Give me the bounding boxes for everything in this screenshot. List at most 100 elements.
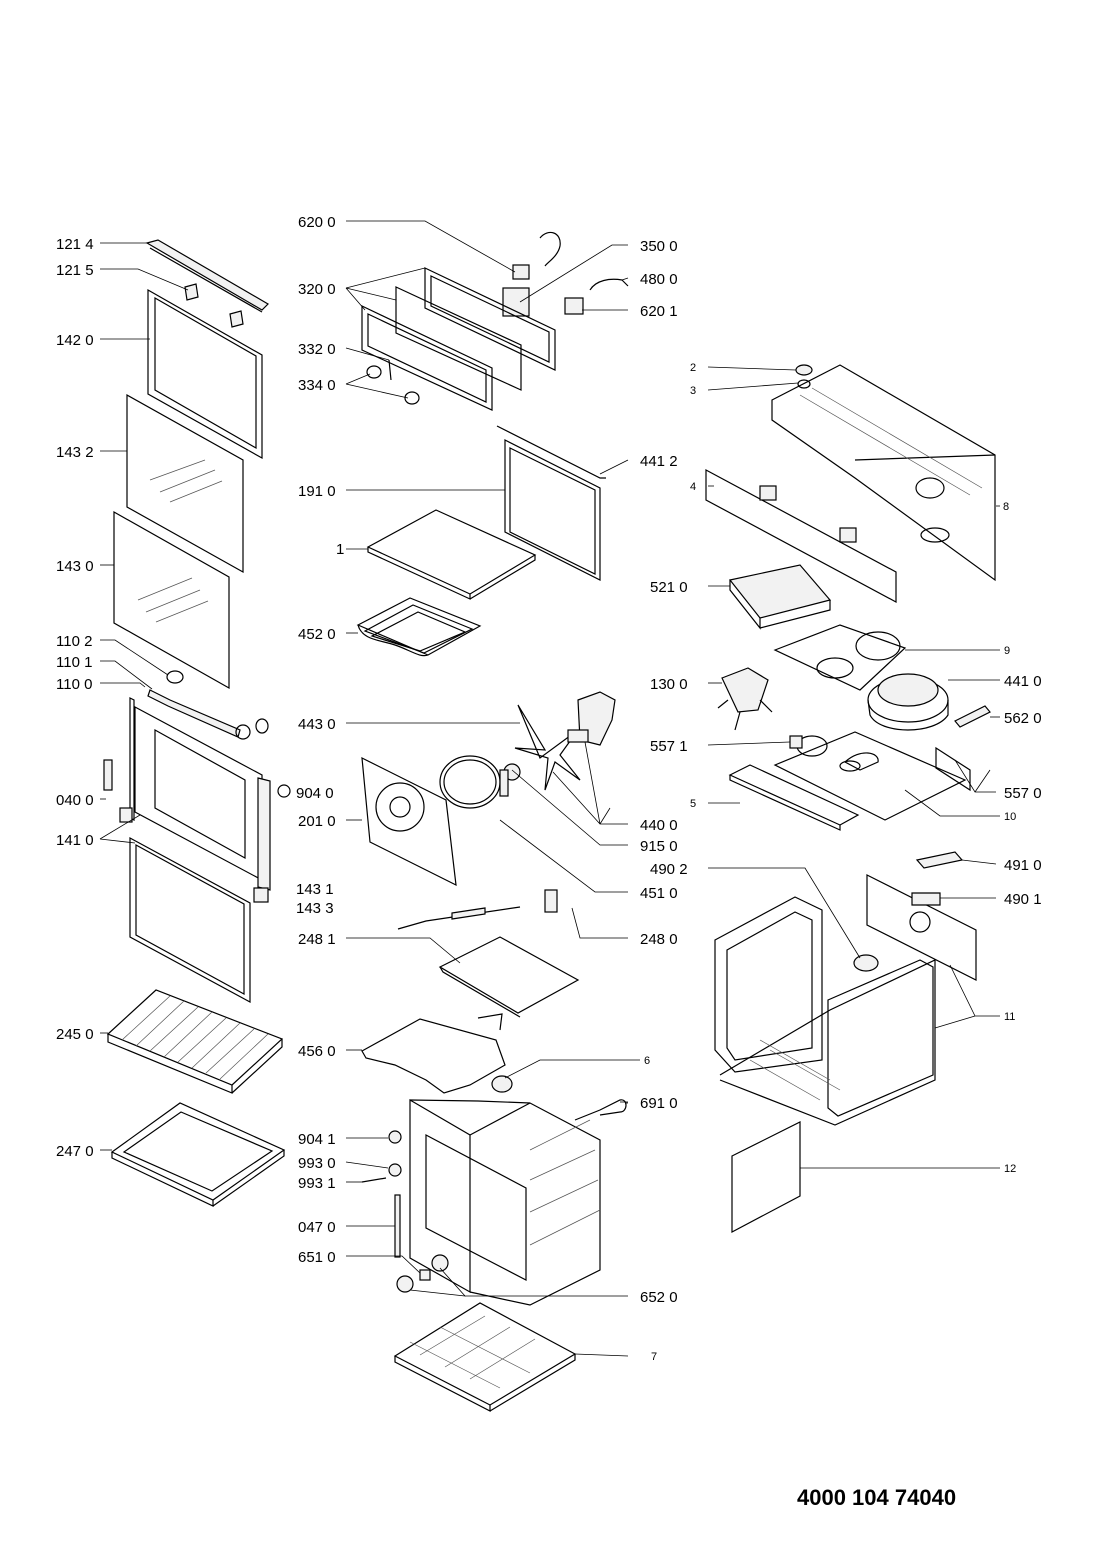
door-frame-142-0 [147,288,263,460]
label-143-2: 143 2 [56,444,94,461]
label-130-0: 130 0 [650,676,688,693]
cooling-fan-441-0 [867,673,949,731]
hinge-clips-121-5 [184,283,244,328]
label-8: 8 [1003,501,1009,513]
label-12: 12 [1004,1163,1016,1175]
base-tray-7 [393,1302,577,1412]
fan-housing-plate-9 [773,624,907,691]
fixings-904-993-047 [361,1099,627,1258]
label-490-2: 490 2 [650,861,688,878]
label-652-0: 652 0 [640,1289,678,1306]
label-110-2: 110 2 [56,633,92,650]
label-320-0: 320 0 [298,281,336,298]
label-191-0: 191 0 [298,483,336,500]
insulation-panel-12 [731,1121,801,1233]
document-code: 4000 104 74040 [797,1485,957,1510]
label-110-0: 110 0 [56,676,92,693]
label-6: 6 [644,1055,650,1067]
inner-glass-143-0 [113,510,230,690]
label-248-1: 248 1 [298,931,336,948]
label-904-0: 904 0 [296,785,334,802]
fan-blade-443-0 [503,704,581,791]
bracket-4 [705,468,897,604]
label-7: 7 [651,1351,657,1363]
label-334-0: 334 0 [298,377,336,394]
label-143-1: 143 1 [296,881,334,898]
strip-5 [728,764,860,831]
label-047-0: 047 0 [298,1219,336,1236]
label-456-0: 456 0 [298,1043,336,1060]
label-557-0: 557 0 [1004,785,1042,802]
panel-10 [773,731,967,821]
label-11: 11 [1004,1011,1015,1023]
label-904-1: 904 1 [298,1131,336,1148]
label-2: 2 [690,362,696,374]
wire-rack-248-1 [438,936,580,1018]
oven-cavity [409,1098,601,1306]
label-451-0: 451 0 [640,885,678,902]
bottom-element-456-0 [361,1013,506,1094]
label-245-0: 245 0 [56,1026,94,1043]
label-557-1: 557 1 [650,738,688,755]
label-1: 1 [336,541,344,558]
label-142-0: 142 0 [56,332,94,349]
probe-248 [397,889,558,930]
grill-element-452-0 [356,597,482,657]
label-691-0: 691 0 [640,1095,678,1112]
cavity-top-plate-1 [366,509,537,600]
label-562-0: 562 0 [1004,710,1042,727]
label-121-5: 121 5 [56,262,94,279]
side-frames-11 [714,896,936,1126]
label-248-0: 248 0 [640,931,678,948]
label-490-1: 490 1 [1004,891,1042,908]
label-443-0: 443 0 [298,716,336,733]
terminal-block-130-0 [717,667,773,731]
label-110-1: 110 1 [56,654,92,671]
top-panel-8 [771,364,996,582]
baking-tray-247-0 [110,1102,286,1207]
leader-lines [99,220,1000,1357]
glass-spacers-110 [147,670,269,740]
label-491-0: 491 0 [1004,857,1042,874]
fan-cover-201-0 [361,756,457,887]
label-201-0: 201 0 [298,813,336,830]
switches-557 [789,735,971,792]
lamp-cover-6 [491,1075,513,1093]
rear-panel-11 [866,874,977,981]
label-441-0: 441 0 [1004,673,1042,690]
label-3: 3 [690,385,696,397]
label-620-0: 620 0 [298,214,336,231]
fan-motor-440-0 [567,691,616,746]
label-440-0: 440 0 [640,817,678,834]
control-panel-320-0 [361,267,556,411]
label-993-0: 993 0 [298,1155,336,1172]
connector-491-0 [915,851,964,869]
label-480-0: 480 0 [640,271,678,288]
label-441-2: 441 2 [640,453,678,470]
door-top-trim-121-4 [145,239,269,313]
circular-element-451-0 [439,755,509,809]
door-seal-191-0 [496,425,606,581]
wire-shelf-245-0 [106,989,284,1094]
label-5: 5 [690,798,696,810]
control-board-521-0 [728,564,832,630]
label-993-1: 993 1 [298,1175,336,1192]
outer-glass-panel [129,836,251,1004]
label-143-3: 143 3 [296,900,334,917]
label-121-4: 121 4 [56,236,94,253]
label-247-0: 247 0 [56,1143,94,1160]
label-10: 10 [1004,811,1016,823]
knobs-651-652 [396,1254,449,1293]
label-332-0: 332 0 [298,341,336,358]
inner-glass-143-2 [126,393,244,574]
label-651-0: 651 0 [298,1249,336,1266]
label-9: 9 [1004,645,1010,657]
label-143-0: 143 0 [56,558,94,575]
label-452-0: 452 0 [298,626,336,643]
label-040-0: 040 0 [56,792,94,809]
label-141-0: 141 0 [56,832,94,849]
label-620-1: 620 1 [640,303,678,320]
label-521-0: 521 0 [650,579,688,596]
insulation-tube-562-0 [954,705,991,728]
